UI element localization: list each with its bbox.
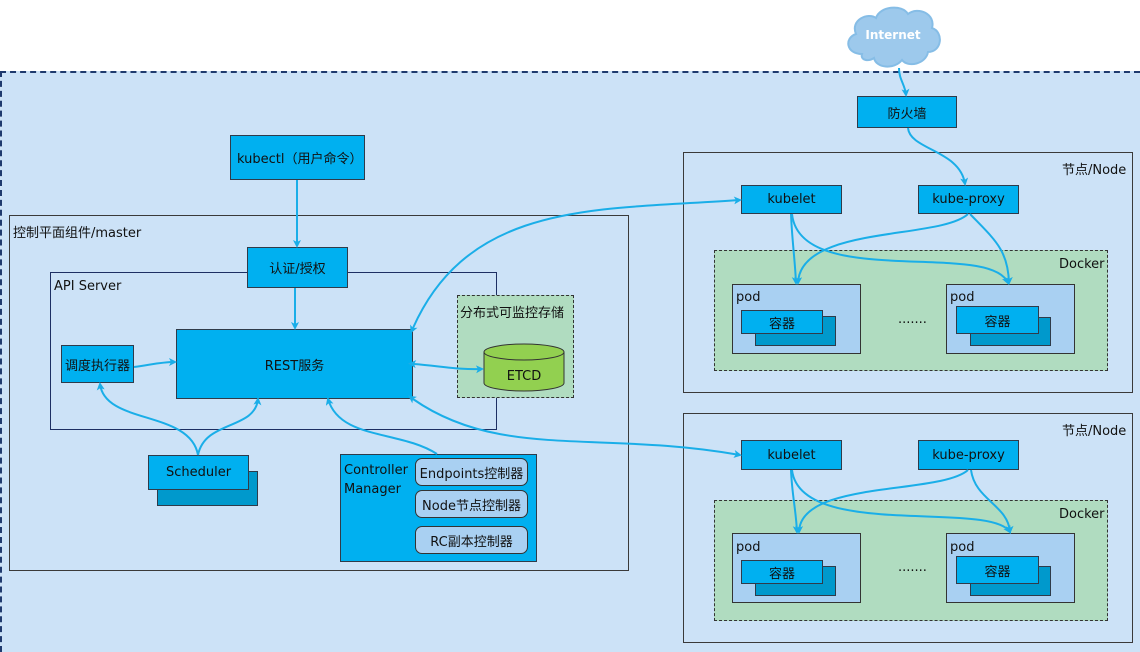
etcd-group-title: 分布式可监控存储 (460, 306, 565, 321)
controller-manager-title-1: Controller (344, 463, 408, 478)
cloud-icon (847, 6, 941, 68)
rest-service-box[interactable]: REST服务 (176, 329, 413, 399)
pod-label: pod (950, 290, 975, 305)
kube-proxy-box[interactable]: kube-proxy (918, 440, 1019, 470)
docker-title: Docker (1059, 507, 1105, 522)
container-box[interactable]: 容器 (741, 560, 823, 584)
pod-label: pod (950, 540, 975, 555)
pod-label: pod (736, 540, 761, 555)
rc-controller[interactable]: RC副本控制器 (415, 526, 528, 554)
container-box[interactable]: 容器 (956, 556, 1039, 584)
internet-cloud: Internet (840, 2, 946, 70)
endpoints-controller[interactable]: Endpoints控制器 (415, 458, 528, 486)
node-title: 节点/Node (1062, 163, 1127, 178)
kubelet-box[interactable]: kubelet (741, 185, 842, 214)
container-box[interactable]: 容器 (741, 310, 823, 334)
auth-box[interactable]: 认证/授权 (247, 247, 348, 288)
internet-label: Internet (865, 28, 921, 42)
docker-title: Docker (1059, 257, 1105, 272)
api-server-title: API Server (54, 279, 122, 294)
node-frame (683, 413, 1133, 643)
firewall-box[interactable]: 防火墙 (857, 96, 957, 128)
kubectl-box[interactable]: kubectl（用户命令） (230, 135, 365, 180)
kube-proxy-box[interactable]: kube-proxy (918, 185, 1019, 214)
etcd-database[interactable]: ETCD (483, 343, 565, 393)
etcd-label: ETCD (506, 369, 542, 384)
node-title: 节点/Node (1062, 424, 1127, 439)
container-box[interactable]: 容器 (956, 306, 1039, 334)
node-controller[interactable]: Node节点控制器 (415, 490, 528, 518)
master-frame (9, 215, 629, 571)
kubelet-box[interactable]: kubelet (741, 440, 842, 470)
scheduler-executor-box[interactable]: 调度执行器 (61, 345, 134, 383)
master-title: 控制平面组件/master (13, 226, 142, 241)
ellipsis: ....... (898, 560, 927, 575)
controller-manager-title-2: Manager (344, 482, 401, 497)
pod-label: pod (736, 290, 761, 305)
ellipsis: ....... (898, 312, 927, 327)
database-cylinder-icon (483, 343, 565, 392)
scheduler-box[interactable]: Scheduler (148, 455, 249, 490)
